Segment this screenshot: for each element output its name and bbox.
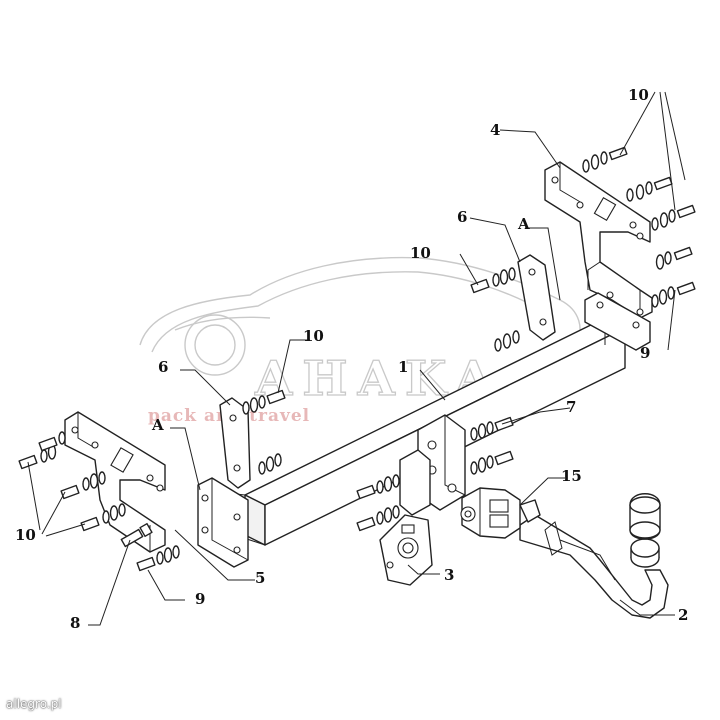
ball-coupling-lock [460, 487, 541, 539]
callout-10-bottom-left: 10 [15, 526, 36, 544]
callout-9-right: 9 [640, 344, 650, 362]
bolt-set-mid-left [242, 389, 286, 475]
callout-10-mid: 10 [410, 244, 431, 262]
callout-5: 5 [255, 569, 265, 587]
callout-10-top: 10 [628, 86, 649, 104]
bolt-set-center [356, 416, 514, 532]
vertical-strap-left [219, 397, 251, 489]
callout-10-left: 10 [303, 327, 324, 345]
socket-plate [379, 514, 433, 586]
corner-credit: allegro.pl [6, 697, 62, 711]
bolt-set-lower-left [120, 522, 180, 572]
callout-7: 7 [566, 398, 576, 416]
side-bracket-right [544, 161, 653, 319]
callout-2: 2 [678, 606, 688, 624]
callout-6-right: 6 [457, 208, 467, 226]
callout-8: 8 [70, 614, 80, 632]
bolt-set-top-right [582, 146, 696, 308]
bolt-set-left [18, 431, 126, 532]
callout-9-left: 9 [195, 590, 205, 608]
ball-neck [519, 493, 669, 619]
end-plate-right [584, 292, 651, 351]
callout-6-left: 6 [158, 358, 168, 376]
callout-a-right: A [517, 215, 530, 233]
bolt-set-mid-right [470, 267, 520, 352]
side-bracket-left [64, 411, 166, 553]
vertical-strap-right [517, 254, 556, 341]
leader-lines [27, 91, 686, 626]
callout-3: 3 [444, 566, 454, 584]
callout-15: 15 [561, 467, 582, 485]
end-plate-left [197, 477, 249, 568]
callout-4: 4 [490, 121, 500, 139]
callout-1: 1 [398, 358, 408, 376]
tow-ball-mount-plates [399, 414, 466, 516]
callout-a-left: A [151, 416, 164, 434]
